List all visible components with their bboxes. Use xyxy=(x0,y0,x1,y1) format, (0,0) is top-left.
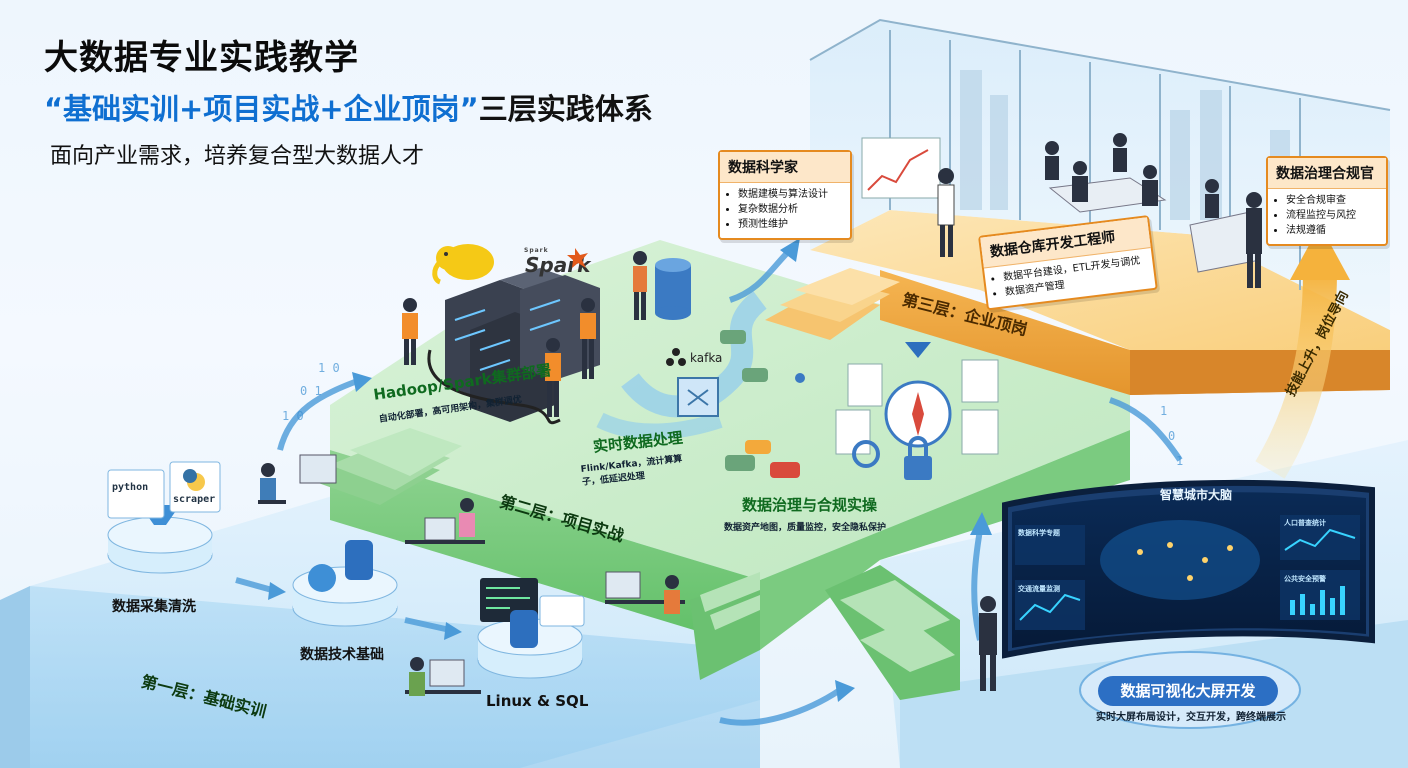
module-label: 数据技术基础 xyxy=(300,647,384,663)
download-icon xyxy=(905,342,931,358)
governance-icons xyxy=(795,342,999,480)
spark-logo-icon: Spark xyxy=(525,248,592,277)
subtitle-quote: “基础实训+项目实战+企业顶岗” xyxy=(44,92,479,126)
stairs-2-front xyxy=(690,565,960,700)
flow-arrows xyxy=(235,247,1183,726)
role-item: 流程监控与风控 xyxy=(1286,208,1386,223)
worker-figure xyxy=(580,298,596,379)
page-title: 大数据专业实践教学 xyxy=(44,38,359,78)
role-item: 复杂数据分析 xyxy=(738,202,850,217)
screen-panel-title: 人口普查统计 xyxy=(1284,519,1326,527)
file-icon xyxy=(835,409,871,455)
hadoop-logo-icon xyxy=(432,244,494,285)
role-title: 数据科学家 xyxy=(720,152,850,183)
desk-worker xyxy=(405,498,485,544)
module-label: 数据采集清洗 xyxy=(112,599,196,615)
svg-text:1: 1 xyxy=(1160,404,1167,418)
svg-text:1 0: 1 0 xyxy=(282,409,304,423)
subtitle-rest: 三层实践体系 xyxy=(478,92,653,126)
meeting-group xyxy=(1045,133,1167,213)
worker-figure xyxy=(545,338,561,417)
lock-icon xyxy=(904,456,932,480)
role-card: 数据治理合规官 安全合规审查 流程监控与风控 法规遵循 xyxy=(1266,156,1388,246)
network-icon xyxy=(795,373,805,383)
module-tech-foundation xyxy=(292,540,398,627)
sql-database-icon xyxy=(510,610,538,648)
presenter-figure xyxy=(979,596,997,691)
scientist-figure xyxy=(861,137,955,257)
people xyxy=(258,133,1262,696)
stairs-1-to-2 xyxy=(310,428,462,505)
page-subtitle: “基础实训+项目实战+企业顶岗”三层实践体系 xyxy=(44,86,653,128)
scraper-label: scraper xyxy=(173,494,216,505)
report-icon xyxy=(961,359,999,403)
role-item: 安全合规审查 xyxy=(1286,193,1386,208)
document-icon xyxy=(847,363,883,407)
svg-text:1: 1 xyxy=(1176,454,1183,468)
person-figure xyxy=(633,251,647,320)
stream-road xyxy=(596,291,768,440)
upload-cloud-icon xyxy=(308,564,336,592)
block-desc: 数据资产地图，质量监控，安全隐私保护 xyxy=(724,523,887,533)
desk-worker xyxy=(258,454,337,504)
magnifier-icon xyxy=(852,440,880,468)
growth-arrow xyxy=(1255,225,1350,479)
role-title: 数据治理合规官 xyxy=(1268,158,1386,189)
module-label: Linux & SQL xyxy=(486,692,589,710)
role-card: 数据科学家 数据建模与算法设计 复杂数据分析 预测性维护 xyxy=(718,150,852,240)
svg-text:0 1: 0 1 xyxy=(300,384,322,398)
desk-worker xyxy=(405,657,481,696)
screen-title: 智慧城市大脑 xyxy=(1160,488,1233,502)
spark-logo-caption: Spark xyxy=(524,247,549,254)
screen-panel-title: 数据科学专题 xyxy=(1018,529,1060,537)
binary-stream: 1 0 0 1 1 0 101 xyxy=(282,361,1183,468)
stairs-2-to-3 xyxy=(765,268,900,340)
database-icon xyxy=(345,540,373,580)
role-item: 数据建模与算法设计 xyxy=(738,187,850,202)
block-title: 数据治理与合规实操 xyxy=(742,496,878,514)
python-card-icon xyxy=(107,469,165,519)
screen-badge-desc: 实时大屏布局设计，交互开发，跨终端展示 xyxy=(1096,712,1286,723)
storage-cylinder-icon xyxy=(655,258,691,320)
officer-figure xyxy=(1189,179,1262,288)
screen-badge-title: 数据可视化大屏开发 xyxy=(1098,676,1278,706)
module-data-collection xyxy=(107,461,221,574)
role-item: 预测性维护 xyxy=(738,217,850,232)
screen-panel-title: 交通流量监测 xyxy=(1018,585,1060,593)
svg-text:0: 0 xyxy=(1168,429,1175,443)
svg-text:kafka: kafka xyxy=(690,351,722,365)
kafka-logo-icon: kafka xyxy=(666,348,722,366)
cars xyxy=(720,330,800,478)
checklist-icon xyxy=(961,409,999,455)
svg-text:1 0: 1 0 xyxy=(318,361,340,375)
python-label: python xyxy=(112,482,149,493)
desk-worker xyxy=(605,571,685,614)
page-tagline: 面向产业需求，培养复合型大数据人才 xyxy=(50,144,425,169)
server-cluster xyxy=(427,268,600,425)
module-linux-sql xyxy=(477,578,585,679)
role-item: 法规遵循 xyxy=(1286,223,1386,238)
worker-figure xyxy=(402,298,418,365)
flow-arrowheads xyxy=(268,238,992,702)
screen-panel-title: 公共安全预警 xyxy=(1284,575,1326,583)
